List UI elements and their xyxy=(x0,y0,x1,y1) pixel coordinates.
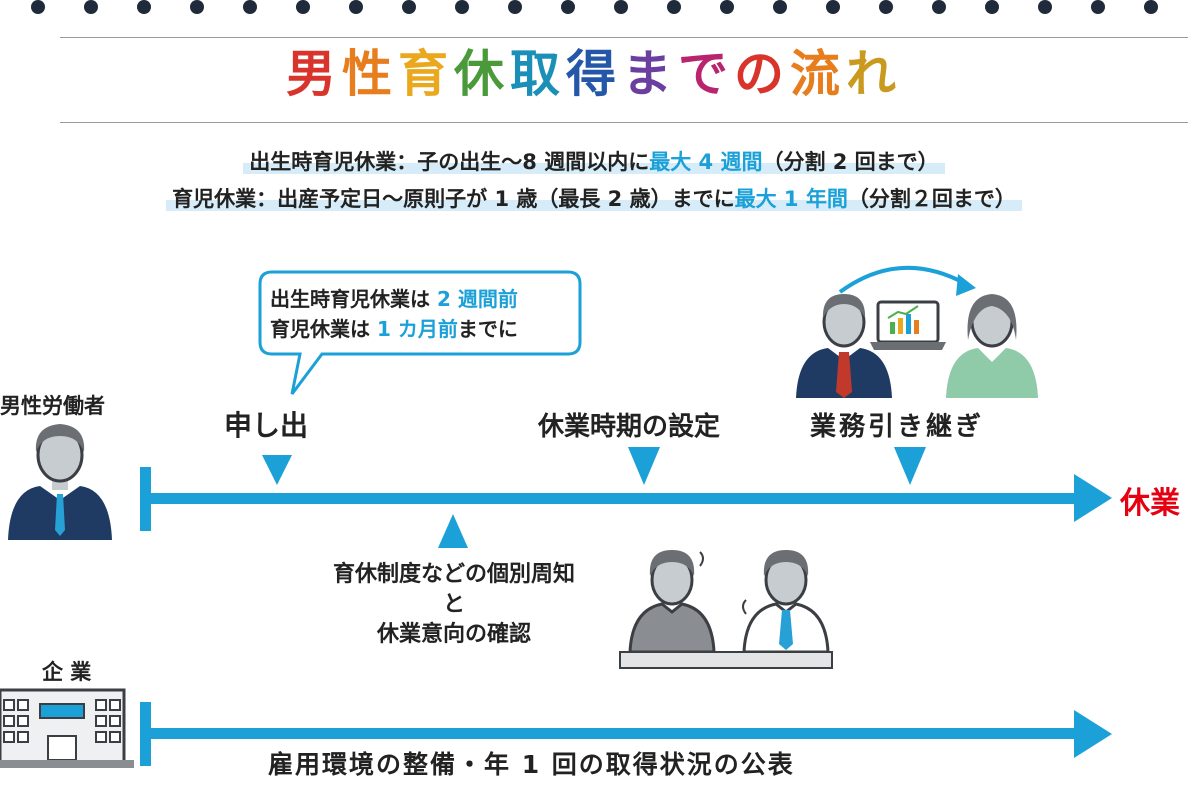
notice-line-2: と xyxy=(442,592,465,617)
notice-label: 育休制度などの個別周知 と 休業意向の確認 xyxy=(300,560,608,650)
subtitle-2-highlight: 最大 1 年間 xyxy=(734,187,848,211)
bubble-2-text: 育児休業は xyxy=(270,317,377,341)
title-char: ま xyxy=(622,44,678,103)
speech-bubble xyxy=(258,270,582,395)
title-char: 男 xyxy=(286,44,342,103)
subtitle-1-note: （分割 2 回まで） xyxy=(762,150,939,174)
title-char: 性 xyxy=(342,44,398,103)
title-rule xyxy=(60,122,1188,123)
title-char: 得 xyxy=(566,44,622,103)
step-marker-handover xyxy=(894,447,926,485)
notice-line-1: 育休制度などの個別周知 xyxy=(332,562,575,587)
step-period-label: 休業時期の設定 xyxy=(538,412,721,442)
step-marker-apply xyxy=(262,455,292,485)
title-char: れ xyxy=(846,44,902,103)
subtitle-line-1: 出生時育児休業：子の出生～8 週間以内に最大 4 週間（分割 2 回まで） xyxy=(0,147,1188,177)
worker-timeline-arrow xyxy=(140,467,1112,531)
top-rule xyxy=(60,37,1188,38)
subtitle-line-2: 育児休業：出産予定日～原則子が 1 歳（最長 2 歳）までに最大 1 年間（分割… xyxy=(0,184,1188,214)
bubble-2-suffix: までに xyxy=(457,317,518,341)
leave-label: 休業 xyxy=(1120,486,1180,521)
title-char: 流 xyxy=(790,44,846,103)
handover-icon xyxy=(796,265,1038,398)
subtitle-2-note: （分割２回まで） xyxy=(847,187,1016,211)
building-icon xyxy=(0,688,134,768)
step-apply-label: 申し出 xyxy=(224,409,309,442)
bubble-2-highlight: 1 カ月前 xyxy=(376,317,458,341)
worker-icon xyxy=(8,424,112,540)
title-char: の xyxy=(734,44,790,103)
dotted-border xyxy=(31,0,1158,14)
subtitle-1-text: 出生時育児休業：子の出生～8 週間以内に xyxy=(249,150,650,174)
page-title: 男性育休取得までの流れ xyxy=(0,42,1188,106)
step-handover-label: 業務引き継ぎ xyxy=(810,412,985,442)
title-char: 育 xyxy=(398,44,454,103)
title-char: で xyxy=(678,44,734,103)
bubble-1-highlight: 2 週間前 xyxy=(436,287,518,311)
bubble-line-2: 育児休業は 1 カ月前までに xyxy=(270,314,518,344)
company-label: 企 業 xyxy=(42,660,92,684)
bubble-1-text: 出生時育児休業は xyxy=(270,287,437,311)
subtitle-1-highlight: 最大 4 週間 xyxy=(649,150,763,174)
meeting-icon xyxy=(619,550,833,669)
step-marker-notice xyxy=(438,514,468,548)
company-bar-label: 雇用環境の整備・年 1 回の取得状況の公表 xyxy=(268,750,795,779)
notice-line-3: 休業意向の確認 xyxy=(376,622,531,647)
bubble-line-1: 出生時育児休業は 2 週間前 xyxy=(270,284,518,314)
subtitle-2-text: 育児休業：出産予定日～原則子が 1 歳（最長 2 歳）までに xyxy=(172,187,735,211)
step-marker-period xyxy=(628,447,660,485)
company-timeline-arrow xyxy=(140,702,1112,766)
title-char: 休 xyxy=(454,44,510,103)
title-char: 取 xyxy=(510,44,566,103)
worker-label: 男性労働者 xyxy=(0,394,105,418)
